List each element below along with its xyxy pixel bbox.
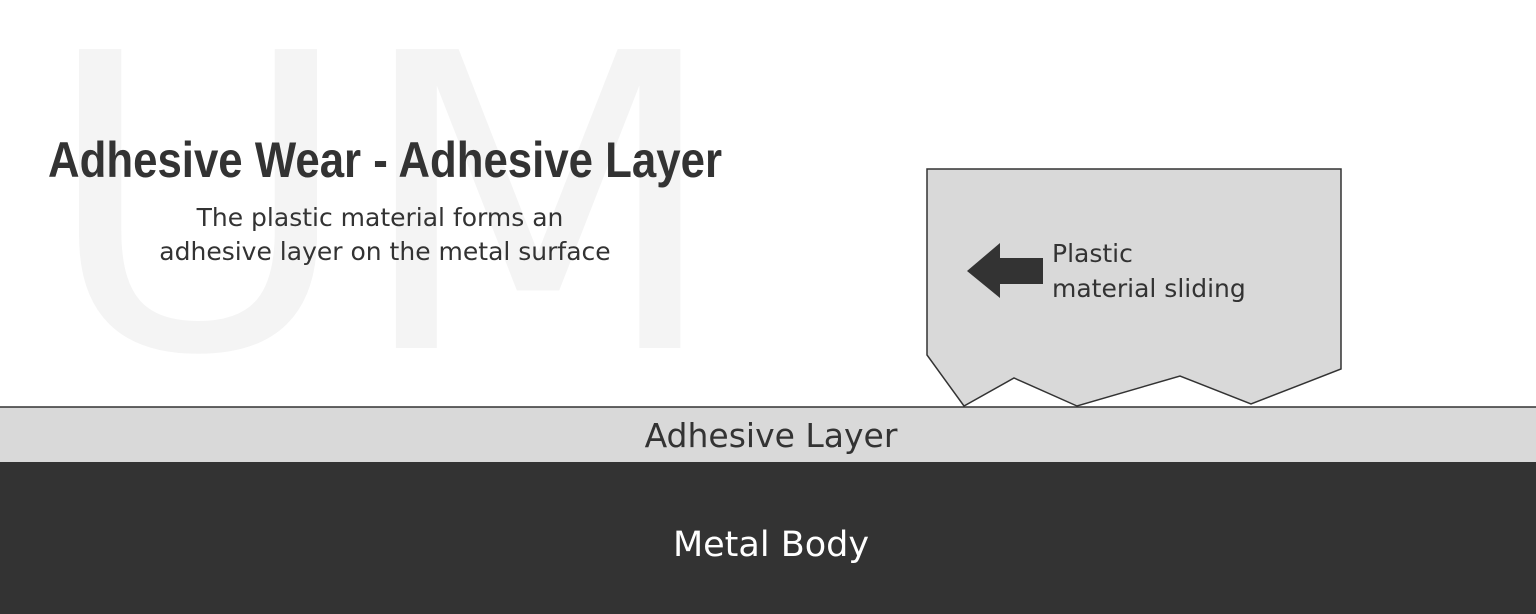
- adhesive-layer-label: Adhesive Layer: [645, 416, 898, 455]
- adhesive-layer: [0, 407, 1536, 462]
- subtitle-line-2: adhesive layer on the metal surface: [159, 237, 610, 266]
- subtitle-line-1: The plastic material forms an: [196, 203, 564, 232]
- metal-body: [0, 462, 1536, 614]
- metal-body-label: Metal Body: [673, 525, 869, 565]
- page-title: Adhesive Wear - Adhesive Layer: [48, 132, 722, 188]
- left-arrow-icon: [967, 243, 1043, 298]
- plastic-material-block: [926, 168, 1342, 407]
- plastic-label-line-2: material sliding: [1052, 274, 1246, 303]
- plastic-label-line-1: Plastic: [1052, 239, 1133, 268]
- watermark: UM: [42, 0, 722, 445]
